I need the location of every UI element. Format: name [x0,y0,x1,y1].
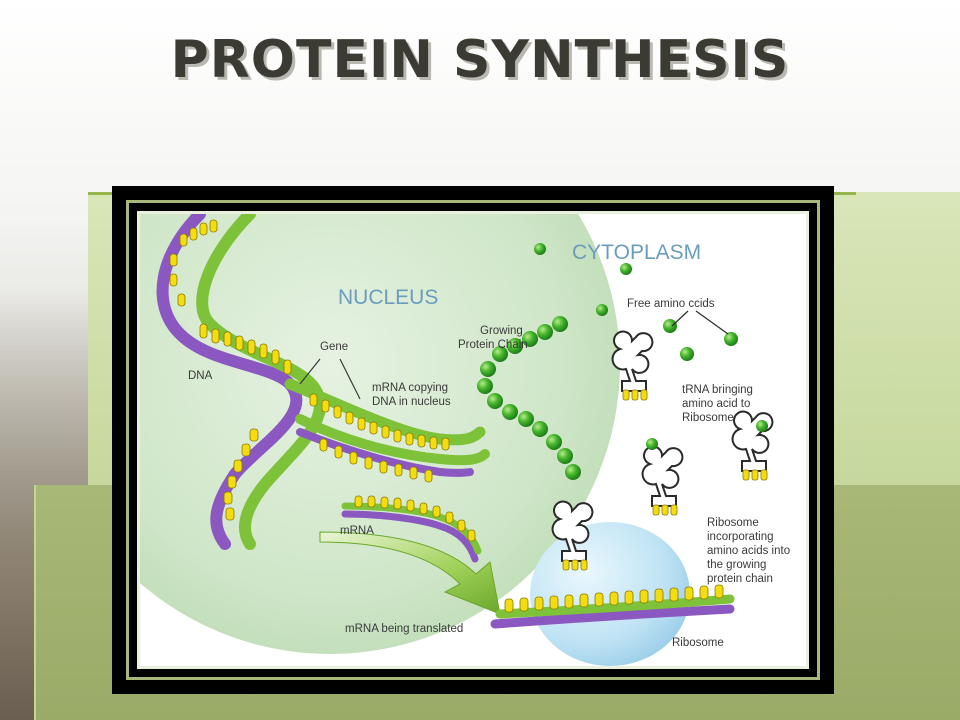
trna-molecule [641,445,684,516]
diagram-canvas: CYTOPLASM NUCLEUS Free amino ccids Growi… [140,214,790,666]
free-amino-acids [534,243,768,450]
label-mrna-copying-1: mRNA copying [372,382,448,394]
trna-molecule [551,500,594,571]
mrna-strand [341,495,482,563]
label-mrna: mRNA [340,525,374,537]
label-gene: Gene [320,341,348,353]
label-trna-1: tRNA bringing [682,384,753,396]
translated-mrna [490,584,735,629]
label-free-amino-acids: Free amino ccids [627,298,715,310]
diagram-frame: CYTOPLASM NUCLEUS Free amino ccids Growi… [112,186,834,694]
label-ribosome-incorporating-1: Ribosome [707,517,759,529]
label-ribosome-incorporating-4: the growing [707,559,766,571]
label-cytoplasm: CYTOPLASM [572,241,701,264]
label-nucleus: NUCLEUS [338,286,438,309]
label-trna-3: Ribosome [682,412,734,424]
label-growing-1: Growing [480,325,523,337]
label-ribosome-incorporating-3: amino acids into [707,545,790,557]
label-ribosome: Ribosome [672,637,724,649]
protein-chain [477,316,581,480]
label-trna-2: amino acid to [682,398,750,410]
diagram-inner-border: CYTOPLASM NUCLEUS Free amino ccids Growi… [126,200,820,680]
trna-molecule [731,410,774,481]
trna-molecule [611,330,654,401]
label-growing-2: Protein Chain [458,339,528,351]
label-mrna-copying-2: DNA in nucleus [372,396,451,408]
protein-synthesis-diagram: CYTOPLASM NUCLEUS Free amino ccids Growi… [137,211,809,669]
label-dna: DNA [188,370,213,382]
translation-arrow [319,531,501,615]
transcription-region [284,358,490,483]
label-ribosome-incorporating-5: protein chain [707,573,773,585]
label-ribosome-incorporating-2: incorporating [707,531,773,543]
label-mrna-translated: mRNA being translated [345,623,463,635]
nucleus-shape [140,214,620,654]
slide-title: PROTEIN SYNTHESIS [170,30,790,90]
